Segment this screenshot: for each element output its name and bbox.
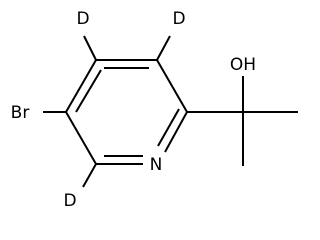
hydroxyl-label: OH xyxy=(230,55,256,75)
bond-lines xyxy=(43,35,298,188)
bond-c3-d xyxy=(156,35,171,61)
molecule-structure: D D Br OH N D xyxy=(11,9,298,211)
bond-c4-c5 xyxy=(65,59,97,113)
atom-labels: D D Br OH N D xyxy=(11,9,256,211)
bond-c5-c6 xyxy=(65,111,97,165)
nitrogen-label: N xyxy=(150,155,163,175)
bond-n-c2 xyxy=(164,111,188,153)
bond-c3-c2 xyxy=(156,59,188,113)
deuterium-label-top-left: D xyxy=(76,9,89,29)
bond-c4-d xyxy=(83,35,97,61)
deuterium-label-bottom: D xyxy=(63,191,76,211)
bond-c6-d xyxy=(82,163,97,188)
bond-c2-inner xyxy=(157,108,180,147)
bond-c4-c5-inner xyxy=(75,69,102,113)
bromine-label: Br xyxy=(11,103,30,123)
deuterium-label-top-right: D xyxy=(172,9,185,29)
